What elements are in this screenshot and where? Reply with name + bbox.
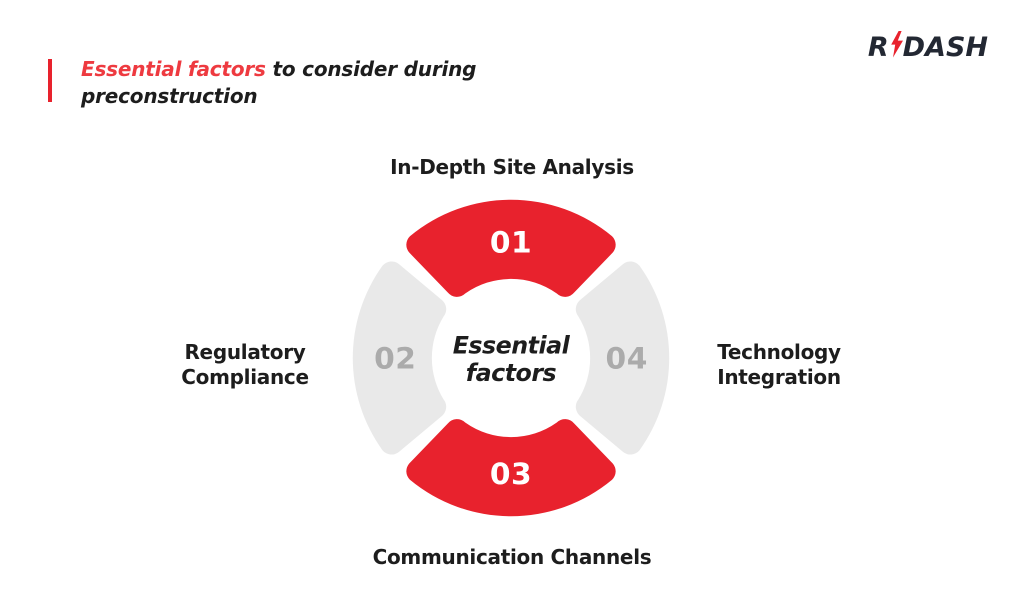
lightning-bolt-shape	[890, 31, 903, 58]
segment-02-number: 02	[374, 340, 416, 375]
segment-03-arc	[406, 419, 616, 517]
page-title: Essential factors to consider during pre…	[81, 56, 476, 110]
rdash-logo: R DASH	[867, 31, 988, 63]
logo-text-dash: DASH	[902, 32, 988, 63]
title-line2: preconstruction	[81, 84, 258, 108]
segment-03-number: 03	[490, 456, 532, 491]
segment-04-number: 04	[606, 340, 648, 375]
segment-01-arc	[406, 199, 616, 297]
segment-01-number: 01	[490, 225, 532, 260]
title-rest: to consider during	[272, 57, 477, 81]
ring-diagram: 01 02 03 04 Essential factors	[352, 199, 670, 517]
segment-label-bottom: Communication Channels	[372, 545, 652, 569]
lightning-bolt-icon	[890, 31, 903, 58]
center-label-line1: Essential	[453, 331, 571, 359]
title-accent-bar	[48, 59, 52, 102]
segment-02-arc	[352, 261, 447, 455]
center-label-line2: factors	[466, 359, 557, 387]
logo-letter-r: R	[867, 32, 889, 63]
segment-label-left: Regulatory Compliance	[181, 340, 309, 389]
segment-label-top: In-Depth Site Analysis	[390, 155, 634, 179]
title-highlight: Essential factors	[81, 57, 266, 81]
segment-04-arc	[575, 261, 670, 455]
segment-label-right: Technology Integration	[717, 340, 841, 389]
